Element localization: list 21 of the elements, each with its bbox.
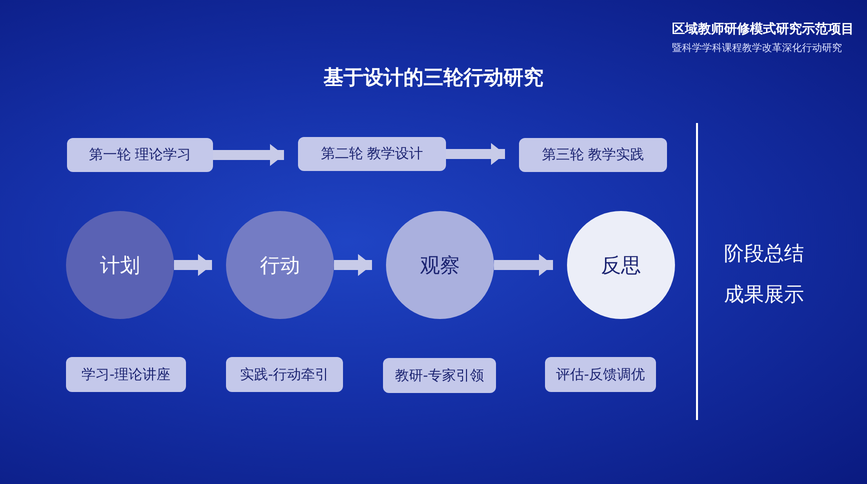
label-box: 学习-理论讲座 xyxy=(66,357,186,392)
block-arrow xyxy=(494,254,553,276)
block-arrow xyxy=(446,143,505,165)
block-arrow xyxy=(174,254,212,276)
label-box: 第二轮 教学设计 xyxy=(298,137,446,171)
project-subtitle: 暨科学学科课程教学改革深化行动研究 xyxy=(672,42,842,55)
stage-circle: 计划 xyxy=(66,211,174,319)
block-arrow xyxy=(334,254,372,276)
project-title: 区域教师研修模式研究示范项目 xyxy=(672,20,854,38)
stage-circle: 反思 xyxy=(567,211,675,319)
summary-text: 成果展示 xyxy=(724,281,804,308)
slide-title: 基于设计的三轮行动研究 xyxy=(322,64,544,91)
label-box: 第三轮 教学实践 xyxy=(519,138,667,172)
stage-circle: 行动 xyxy=(226,211,334,319)
label-box: 教研-专家引领 xyxy=(383,358,496,393)
block-arrow xyxy=(213,144,284,166)
label-box: 实践-行动牵引 xyxy=(226,357,343,392)
stage-circle: 观察 xyxy=(386,211,494,319)
label-box: 第一轮 理论学习 xyxy=(67,138,213,172)
summary-text: 阶段总结 xyxy=(724,240,804,267)
label-box: 评估-反馈调优 xyxy=(545,357,656,392)
